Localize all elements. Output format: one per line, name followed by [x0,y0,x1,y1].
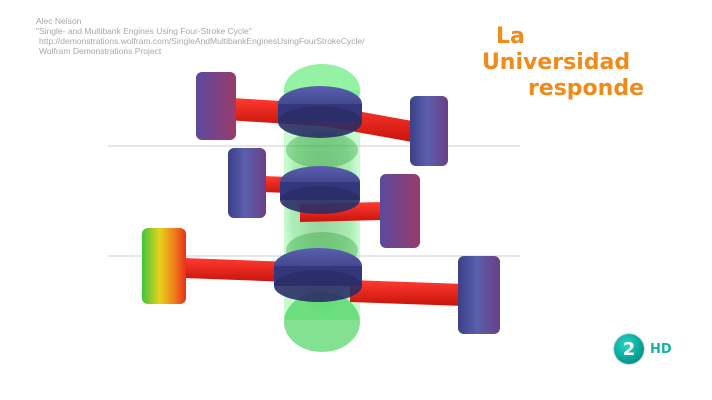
piston-top-right [410,96,448,166]
hd-badge: HD [650,341,672,357]
cylinder-bank-middle [228,148,420,248]
credit-author: Alec Nelson [36,16,82,26]
credit-project: Wolfram Demonstrations Project [39,46,162,56]
credit-url: http://demonstrations.wolfram.com/Single… [39,36,365,46]
cylinder-bank-top [196,72,448,166]
program-title-line3: responde [527,76,644,101]
channel-number: 2 [622,338,636,360]
channel-logo: 2 HD [614,334,672,364]
program-title-line1: La [495,24,525,49]
piston-middle-left [228,148,266,218]
source-credits: Alec Nelson "Single- and Multibank Engin… [36,16,365,56]
program-title-line2: Universidad [481,50,631,75]
program-title: La Universidad responde [482,24,644,102]
credit-title: "Single- and Multibank Engines Using Fou… [36,26,252,36]
piston-top-left [196,72,236,140]
piston-bottom-left-hot [142,228,186,304]
piston-middle-right [380,174,420,248]
piston-bottom-right [458,256,500,334]
cylinder-bank-bottom [142,228,500,334]
channel-number-icon: 2 [614,334,644,364]
